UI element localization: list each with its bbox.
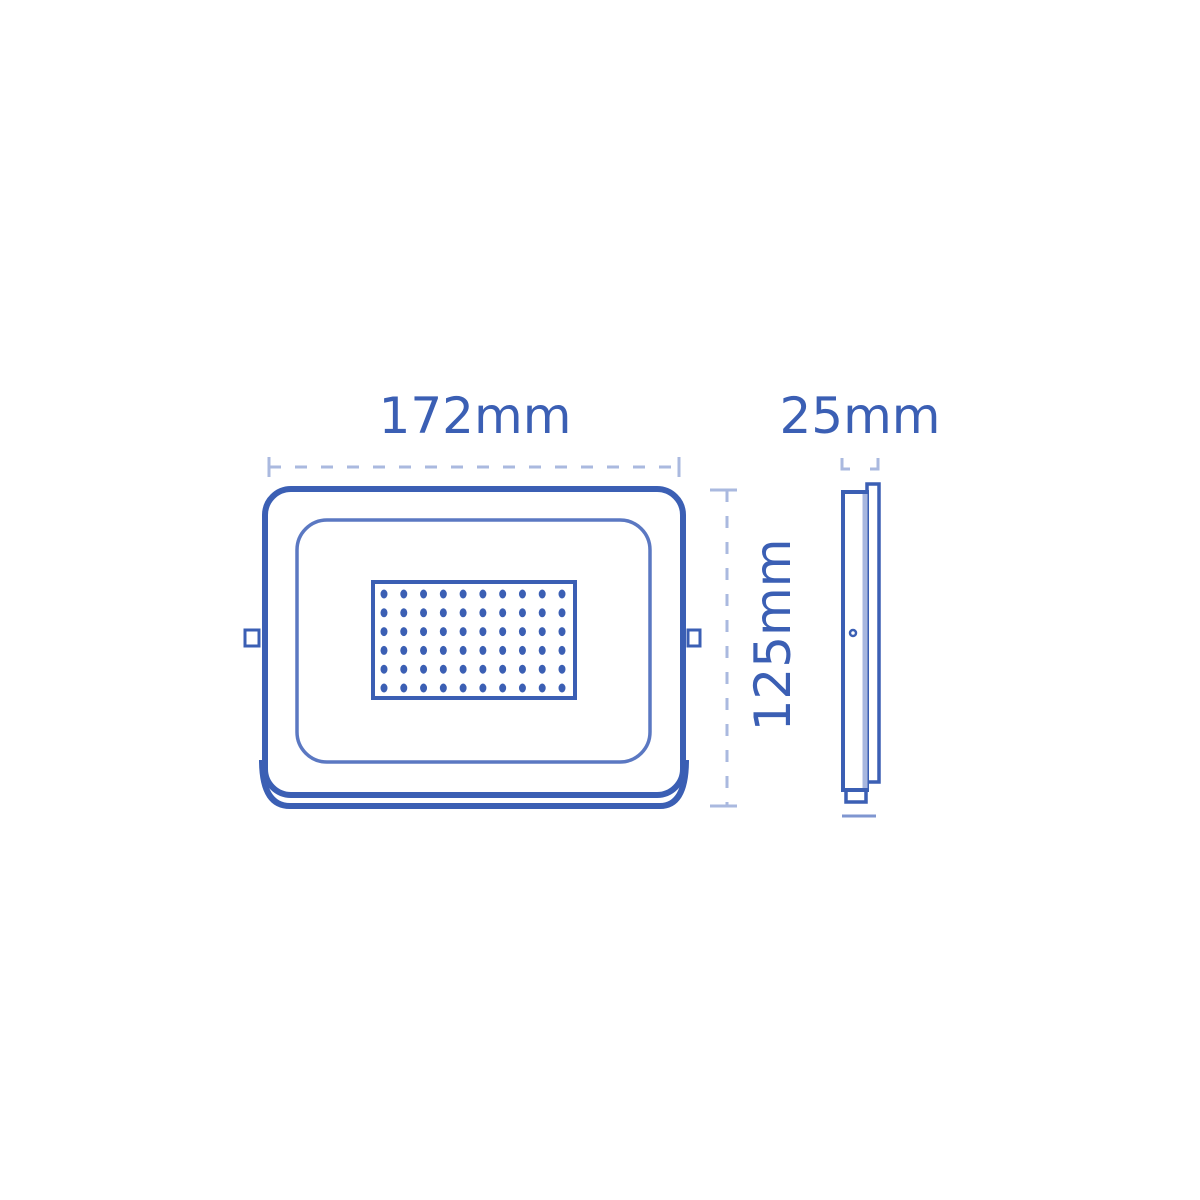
led-dot [459,645,467,655]
led-dot [538,683,546,693]
led-dot [420,589,428,599]
led-dot [400,627,408,637]
led-dot [538,645,546,655]
led-dot [439,627,447,637]
width-dimension-line [267,457,681,477]
led-dot [459,589,467,599]
led-dot [380,608,388,618]
led-dot [499,608,507,618]
led-dot [538,589,546,599]
led-dot [499,645,507,655]
led-dot [479,645,487,655]
led-dot [518,664,526,674]
led-dot [518,608,526,618]
depth-dimension-line [840,458,880,818]
led-dot [518,645,526,655]
led-panel [371,580,577,700]
led-dot [380,627,388,637]
led-dot [538,664,546,674]
led-dot [499,627,507,637]
led-dot [420,683,428,693]
led-dot [439,608,447,618]
led-dot [499,683,507,693]
led-dot [380,664,388,674]
led-dot [558,664,566,674]
led-dot [479,608,487,618]
led-dot [518,627,526,637]
led-dot [538,608,546,618]
led-dot [558,683,566,693]
led-dot [420,627,428,637]
led-dot [499,589,507,599]
led-dot [380,683,388,693]
led-dot [558,589,566,599]
led-dot [479,683,487,693]
led-dot [558,608,566,618]
led-dot [459,608,467,618]
side-view [841,482,881,804]
width-label: 172mm [379,387,572,445]
depth-label: 25mm [779,387,940,445]
led-dot [439,645,447,655]
led-dot [558,627,566,637]
led-dot [400,645,408,655]
led-dot [459,627,467,637]
led-dot [479,627,487,637]
height-label: 125mm [744,539,802,732]
front-view [243,486,702,809]
led-dot [518,683,526,693]
led-dot [420,608,428,618]
led-dot [380,589,388,599]
led-dot [518,589,526,599]
led-dot [459,664,467,674]
led-dot [439,683,447,693]
led-dot [400,608,408,618]
led-dot [420,645,428,655]
led-dot [380,645,388,655]
led-dot [420,664,428,674]
led-dot [400,664,408,674]
led-dot [400,683,408,693]
height-dimension-line [710,488,737,808]
led-dot [479,589,487,599]
led-dot [479,664,487,674]
led-dot [400,589,408,599]
led-dot [499,664,507,674]
led-dot [538,627,546,637]
led-dot [459,683,467,693]
led-dot [439,664,447,674]
led-dot [558,645,566,655]
led-dot [439,589,447,599]
